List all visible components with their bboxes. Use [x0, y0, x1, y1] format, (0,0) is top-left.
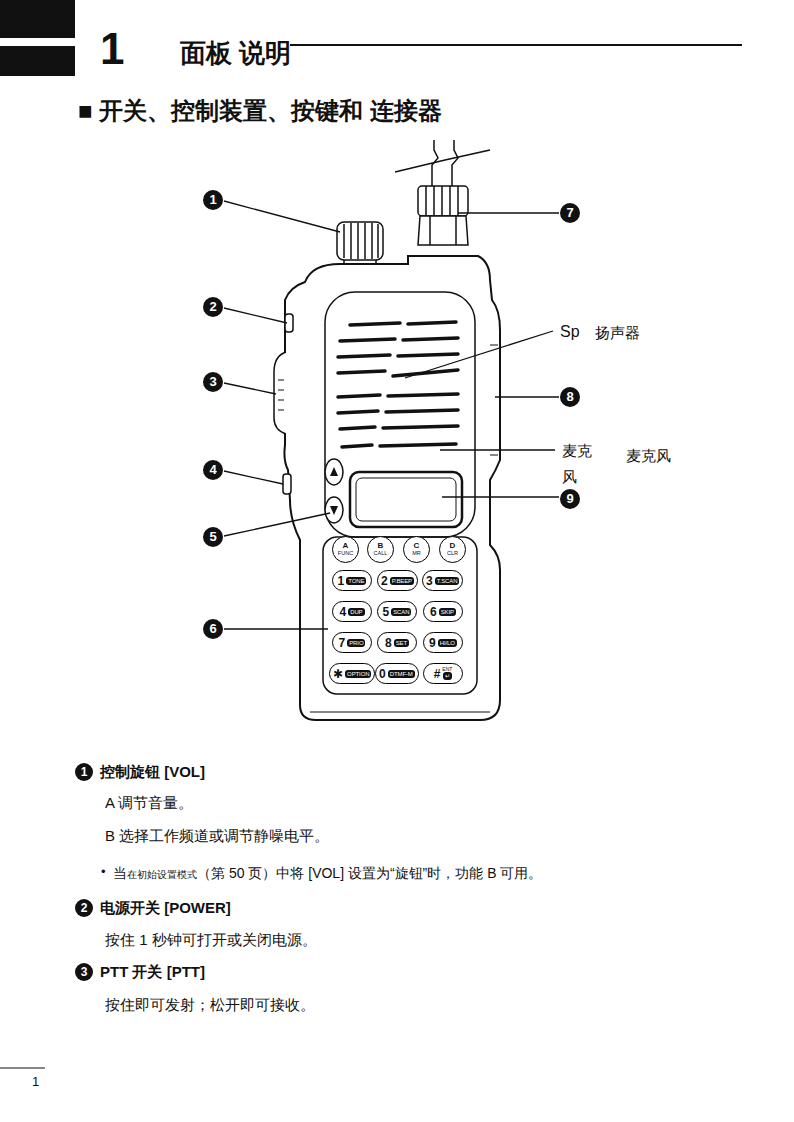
- callout-number: 8: [560, 387, 580, 407]
- item-heading: PTT 开关 [PTT]: [100, 963, 205, 981]
- part-label: 麦克 风: [562, 438, 596, 490]
- key-digit: 3: [426, 575, 433, 587]
- item-number: 2: [75, 899, 93, 917]
- item-text: 按住 1 秒钟可打开或关闭电源。: [105, 931, 317, 949]
- callout-number: 9: [560, 489, 580, 509]
- key-letter: B: [378, 542, 384, 550]
- key-function: CLR: [447, 551, 458, 557]
- function-key: BCALL: [367, 536, 394, 563]
- key-digit: 6: [430, 606, 437, 618]
- key-digit: 1: [338, 575, 345, 587]
- key-function: SCAN: [391, 608, 411, 616]
- item-number: 3: [75, 963, 93, 981]
- key-function: PRIO: [347, 639, 365, 647]
- key-function: ↵: [443, 672, 452, 680]
- key-function: HI/LO: [438, 639, 457, 647]
- key-letter: D: [450, 542, 456, 550]
- callout-number: 6: [203, 619, 223, 639]
- key-function: DUP: [348, 608, 364, 616]
- keypad-key: #ENT↵: [423, 663, 463, 684]
- key-letter: A: [343, 542, 349, 550]
- keypad-key: 2P.BEEP: [377, 570, 418, 591]
- keypad-key: 3T.SCAN: [422, 570, 463, 591]
- keypad-key: 7PRIO: [332, 632, 372, 653]
- part-label: Sp: [560, 322, 580, 341]
- key-digit: 8: [385, 637, 392, 649]
- key-function: T.SCAN: [435, 577, 460, 585]
- item-text: 按住即可发射；松开即可接收。: [105, 996, 315, 1014]
- keypad-key: 0DTMF-M: [375, 663, 419, 684]
- part-label: 麦克风: [626, 447, 671, 465]
- note-text: （第 50 页）中将 [VOL] 设置为“旋钮”时，功能 B 可用。: [197, 865, 542, 882]
- key-digit: 4: [339, 606, 346, 618]
- section-heading: ■ 开关、控制装置、按键和 连接器: [78, 97, 442, 126]
- page-number: 1: [32, 1074, 39, 1090]
- key-digit: 7: [339, 637, 346, 649]
- callout-number: 1: [203, 190, 223, 210]
- keypad-key: ✱OPTION: [329, 663, 375, 684]
- key-function: SKIP: [439, 608, 456, 616]
- key-function: P.BEEP: [390, 577, 414, 585]
- key-letter: C: [414, 542, 420, 550]
- function-key: AFUNC: [332, 536, 359, 563]
- item-heading: 控制旋钮 [VOL]: [100, 763, 205, 781]
- callout-number: 7: [560, 203, 580, 223]
- keypad-key: 4DUP: [332, 601, 372, 622]
- callout-number: 4: [203, 460, 223, 480]
- item-text: B 选择工作频道或调节静噪电平。: [105, 827, 329, 845]
- note-text: 当: [113, 865, 127, 882]
- key-function: MR: [412, 551, 421, 557]
- key-digit: 5: [383, 606, 390, 618]
- item-number: 1: [75, 763, 93, 781]
- key-function: OPTION: [345, 670, 371, 678]
- keypad-key: 1TONE: [332, 570, 372, 591]
- bullet: •: [101, 864, 106, 880]
- callout-number: 5: [203, 527, 223, 547]
- key-function: TONE: [346, 577, 366, 585]
- keypad-key: 6SKIP: [423, 601, 463, 622]
- key-function: FUNC: [338, 551, 353, 557]
- key-digit: 2: [381, 575, 388, 587]
- key-function: CALL: [374, 551, 388, 557]
- key-function: DTMF-M: [388, 670, 415, 678]
- function-key: CMR: [403, 536, 430, 563]
- callout-number: 3: [203, 372, 223, 392]
- note-text: 在初始设置模式: [127, 869, 197, 881]
- callout-number: 2: [203, 297, 223, 317]
- part-label: 扬声器: [595, 324, 640, 342]
- key-enter-group: ENT↵: [442, 667, 452, 680]
- function-key: DCLR: [439, 536, 466, 563]
- key-digit: ✱: [333, 668, 343, 680]
- page-title: 面板 说明: [180, 38, 291, 69]
- key-digit: #: [434, 668, 441, 680]
- keypad-key: 9HI/LO: [423, 632, 463, 653]
- chapter-number: 1: [100, 25, 124, 73]
- key-function: SET: [394, 639, 409, 647]
- key-digit: 9: [429, 637, 436, 649]
- item-text: A 调节音量。: [105, 794, 193, 812]
- key-digit: 0: [379, 668, 386, 680]
- item-heading: 电源开关 [POWER]: [100, 899, 231, 917]
- keypad-key: 8SET: [377, 632, 417, 653]
- keypad-key: 5SCAN: [377, 601, 417, 622]
